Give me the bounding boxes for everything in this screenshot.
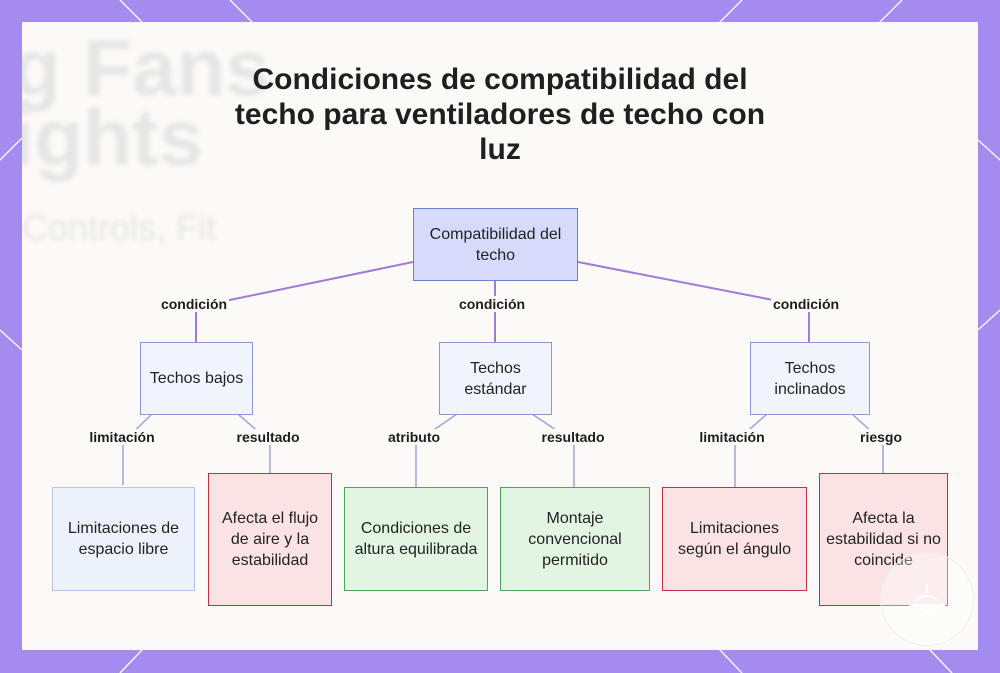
edge-label: condición	[456, 296, 528, 312]
background-ghost-text: g Fans	[22, 23, 270, 112]
node-label: Techos estándar	[464, 359, 527, 398]
node-label: Limitaciones de espacio libre	[67, 520, 180, 558]
diagram-card: g Fans ights Controls, Fit Condiciones d…	[22, 22, 978, 650]
edge-label: condición	[770, 296, 842, 312]
node-low-limitation: Limitaciones de espacio libre	[52, 487, 195, 591]
background-ghost-text: ights	[22, 93, 204, 182]
node-label: Techos inclinados	[774, 359, 846, 398]
edge-label: limitación	[87, 429, 157, 445]
node-low-result: Afecta el flujo de aire y la estabilidad	[208, 473, 332, 606]
node-low-ceilings: Techos bajos	[140, 342, 253, 415]
node-inclined-ceilings: Techos inclinados	[750, 342, 870, 415]
node-label: Limitaciones según el ángulo	[678, 520, 791, 558]
edge-label: condición	[158, 296, 230, 312]
node-label: Techos bajos	[149, 370, 244, 387]
node-root: Compatibilidad del techo	[413, 208, 578, 281]
node-label: Afecta el flujo de aire y la estabilidad	[221, 510, 319, 569]
edge-label: atributo	[385, 429, 443, 445]
ceiling-fan-icon	[909, 583, 945, 613]
node-label: Afecta la estabilidad si no coincide	[826, 510, 941, 569]
node-label: Condiciones de altura equilibrada	[354, 520, 478, 558]
node-standard-result: Montaje convencional permitido	[500, 487, 650, 591]
edge-label: limitación	[697, 429, 767, 445]
edge-label: riesgo	[857, 429, 905, 445]
edge-label: resultado	[539, 429, 607, 445]
node-label: Compatibilidad del techo	[429, 225, 562, 264]
node-standard-attribute: Condiciones de altura equilibrada	[344, 487, 488, 591]
background-ghost-text: Controls, Fit	[22, 207, 217, 248]
node-inclined-limitation: Limitaciones según el ángulo	[662, 487, 807, 591]
brand-logo	[880, 552, 974, 646]
node-label: Montaje convencional permitido	[528, 509, 622, 569]
diagram-title: Condiciones de compatibilidad del techo …	[234, 63, 766, 166]
node-standard-ceilings: Techos estándar	[439, 342, 552, 415]
edge-label: resultado	[234, 429, 302, 445]
